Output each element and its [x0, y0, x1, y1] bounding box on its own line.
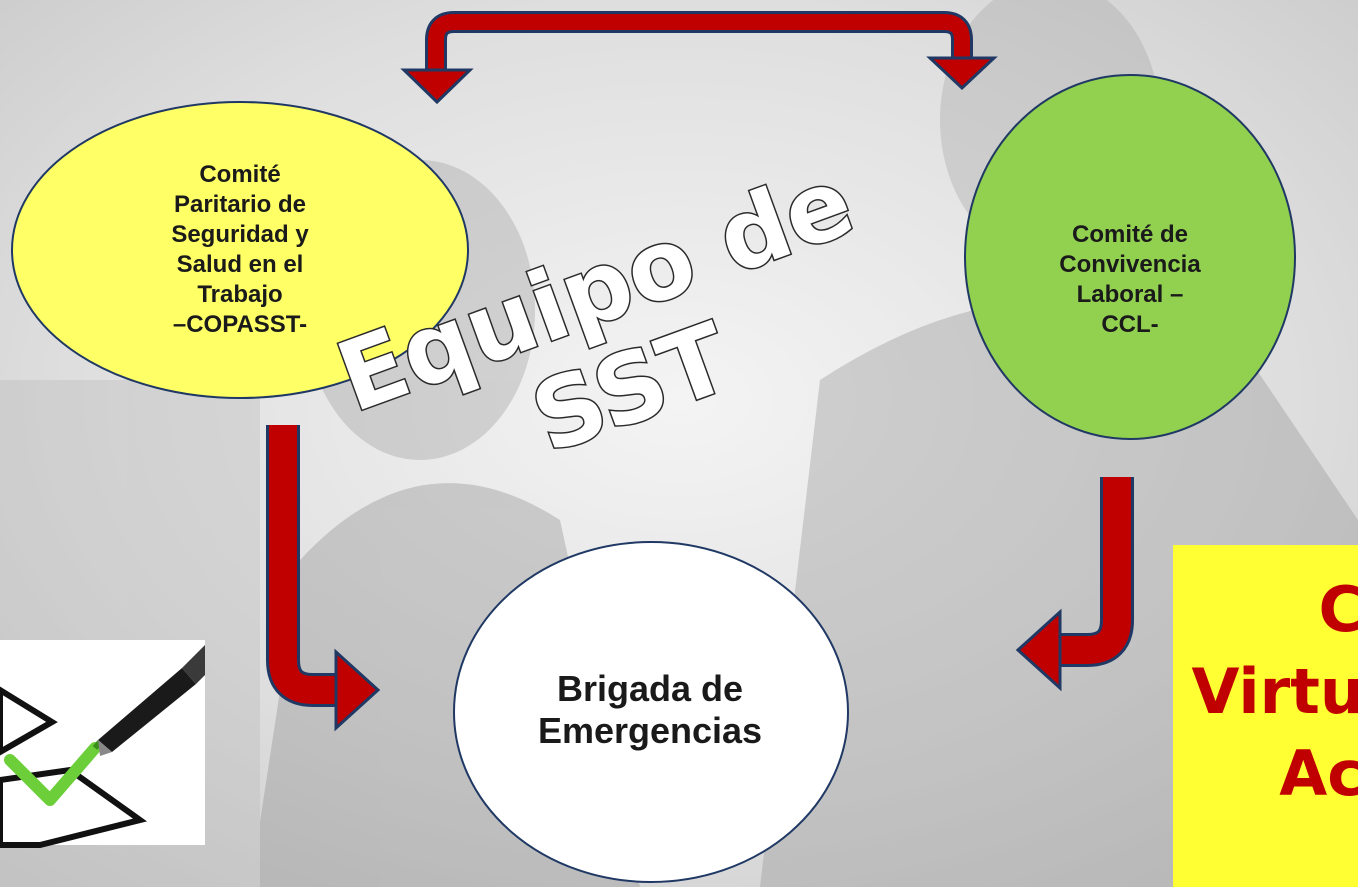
top-bidirectional-arrow	[400, 11, 998, 105]
checklist-pen-icon	[0, 645, 205, 848]
brigada-line-2: Emergencias	[537, 710, 763, 751]
left-down-arrow	[266, 425, 381, 732]
side-note-box: C Virtu Ac	[1173, 545, 1358, 887]
brigada-line-1: Brigada de	[556, 668, 744, 709]
checklist-image	[0, 640, 205, 848]
copasst-line-3: Seguridad y	[171, 221, 309, 248]
ccl-label: Comité de Convivencia Laboral – CCL-	[1030, 180, 1230, 380]
side-note-line-2: Virtu	[1191, 655, 1358, 728]
copasst-label: Comité Paritario de Seguridad y Salud en…	[120, 125, 360, 375]
brigada-ellipse	[453, 541, 849, 883]
ccl-ellipse	[964, 74, 1296, 440]
copasst-line-4: Salud en el	[176, 251, 304, 278]
brigada-label: Brigada de Emergencias	[490, 650, 810, 770]
side-note-line-1: C	[1318, 573, 1358, 646]
copasst-line-6: –COPASST-	[172, 311, 308, 338]
ccl-line-4: CCL-	[1101, 311, 1159, 338]
copasst-line-5: Trabajo	[197, 281, 283, 308]
side-note-line-3: Ac	[1279, 737, 1358, 810]
copasst-line-2: Paritario de	[173, 191, 307, 218]
copasst-ellipse	[11, 101, 469, 399]
ccl-line-3: Laboral –	[1076, 281, 1184, 308]
ccl-line-2: Convivencia	[1059, 251, 1201, 278]
copasst-line-1: Comité	[199, 161, 281, 188]
ccl-line-1: Comité de	[1071, 221, 1188, 248]
right-down-arrow	[1015, 477, 1134, 692]
